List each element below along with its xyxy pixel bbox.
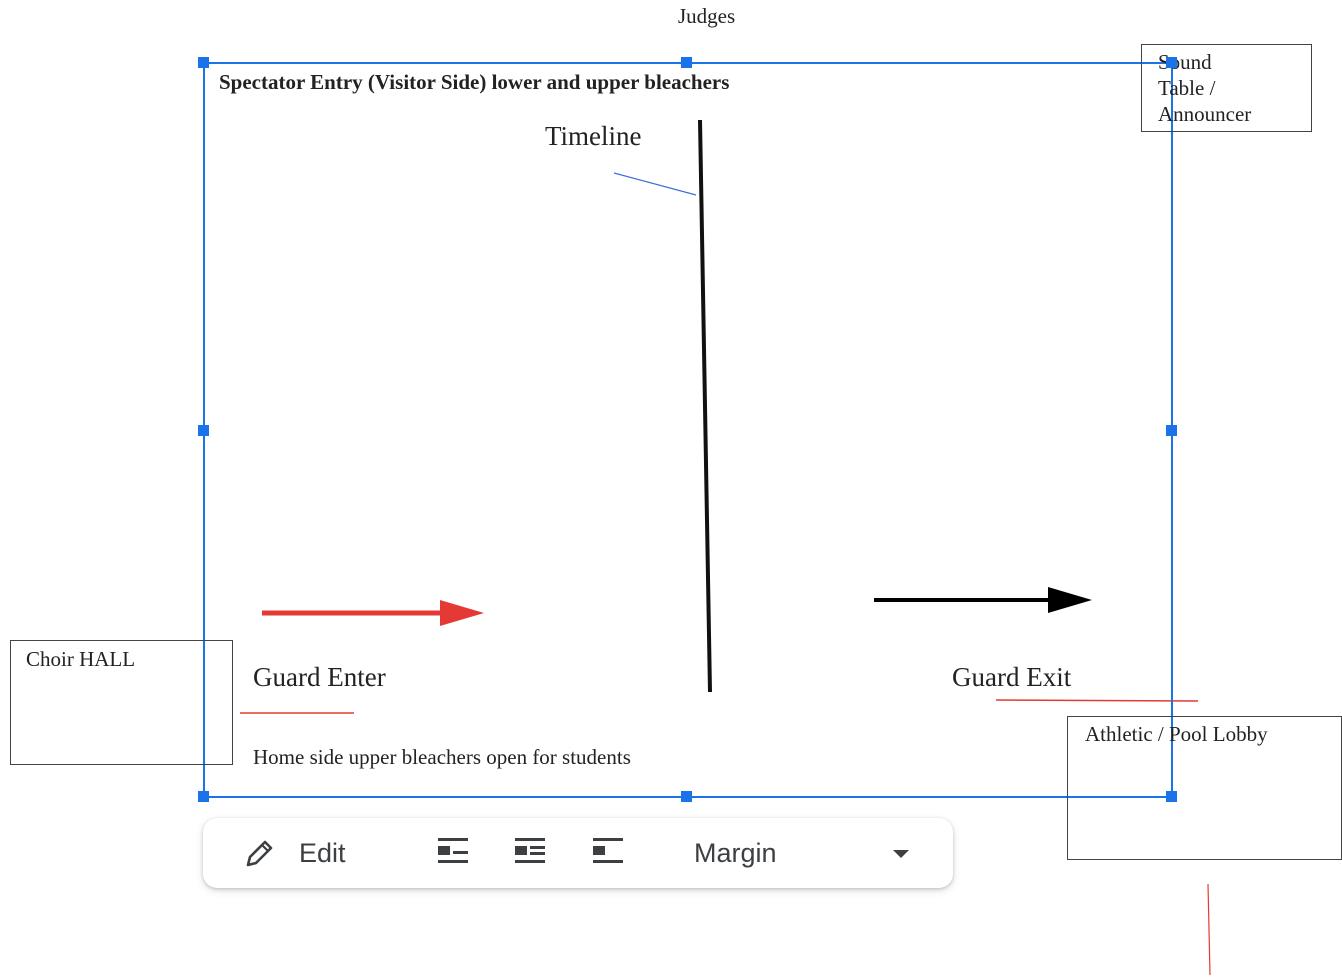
resize-handle-top-right[interactable] [1166,57,1177,68]
guard-exit-label: Guard Exit [952,662,1072,692]
wrap-text-button[interactable] [513,818,553,888]
break-text-icon [591,836,625,871]
guard-enter-label: Guard Enter [253,662,386,692]
lobby-connector-line [1207,883,1211,976]
athletic-lobby-box[interactable]: Athletic / Pool Lobby [1067,716,1342,860]
athletic-lobby-label: Athletic / Pool Lobby [1085,722,1268,746]
choir-hall-label: Choir HALL [26,647,136,671]
wrap-text-icon [513,836,547,871]
edit-label: Edit [299,837,346,868]
resize-handle-top-middle[interactable] [681,57,692,68]
resize-handle-top-left[interactable] [198,57,209,68]
resize-handle-middle-right[interactable] [1166,425,1177,436]
resize-handle-bottom-middle[interactable] [681,791,692,802]
wrap-inline-icon [436,836,470,871]
guard-enter-arrow [262,600,484,626]
timeline-line [698,119,712,693]
home-side-note: Home side upper bleachers open for stude… [253,745,631,769]
guard-exit-underline [995,699,1199,702]
sound-table-line3: Announcer [1158,102,1252,126]
sound-table-line2: Table / [1158,76,1216,100]
guard-exit-arrow [874,587,1092,613]
image-options-toolbar: Edit [203,818,953,888]
wrap-inline-button[interactable] [436,818,476,888]
margin-label: Margin [694,837,777,868]
chevron-down-icon [892,847,910,865]
resize-handle-middle-left[interactable] [198,425,209,436]
timeline-label: Timeline [545,121,642,151]
sound-table-box[interactable]: Sound Table / Announcer [1141,44,1312,132]
resize-handle-bottom-left[interactable] [198,791,209,802]
timeline-pointer-line [613,172,697,196]
margin-dropdown[interactable]: Margin [694,818,934,888]
edit-button[interactable]: Edit [243,818,368,888]
spectator-entry-label: Spectator Entry (Visitor Side) lower and… [219,70,730,94]
resize-handle-bottom-right[interactable] [1166,791,1177,802]
break-text-button[interactable] [591,818,631,888]
choir-hall-box[interactable]: Choir HALL [10,640,233,765]
pencil-icon [243,836,277,870]
judges-label: Judges [678,4,736,28]
